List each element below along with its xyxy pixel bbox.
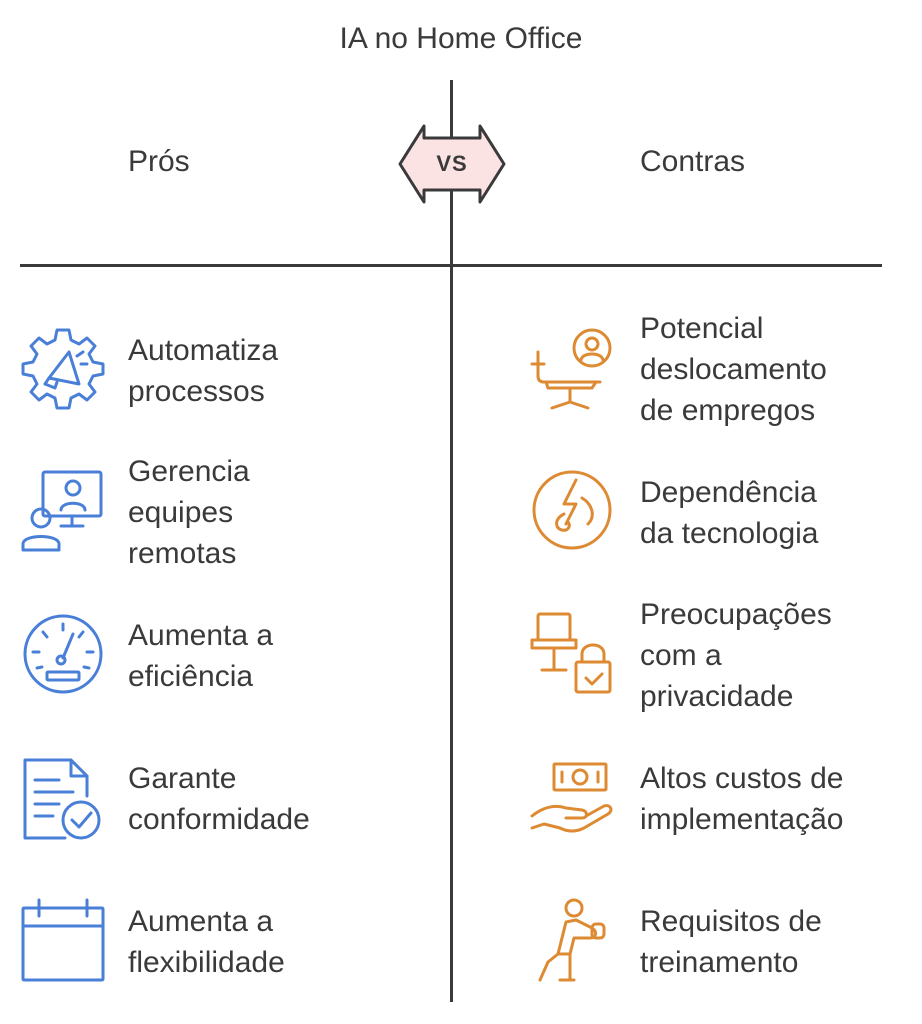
cons-item-label: Potencial deslocamento de empregos bbox=[640, 312, 827, 427]
diagram-title: IA no Home Office bbox=[339, 22, 583, 55]
vs-label: VS bbox=[436, 151, 468, 176]
double-arrow-icon bbox=[398, 124, 506, 204]
vs-badge: VS bbox=[398, 122, 506, 206]
vertical-divider bbox=[450, 80, 453, 1002]
gear-megaphone-icon bbox=[21, 326, 105, 410]
office-chair-user-icon bbox=[530, 326, 614, 410]
cons-item-label: Altos custos de implementação bbox=[640, 762, 844, 836]
cons-item-label: Dependência da tecnologia bbox=[640, 476, 819, 550]
speedometer-icon bbox=[21, 612, 105, 696]
hand-money-icon bbox=[530, 756, 614, 840]
pros-item-label: Garante conformidade bbox=[128, 762, 310, 836]
computer-lock-icon bbox=[530, 612, 614, 696]
cons-heading: Contras bbox=[640, 145, 746, 178]
cons-item-label: Requisitos de treinamento bbox=[640, 905, 822, 979]
pros-item-label: Gerencia equipes remotas bbox=[128, 455, 250, 570]
person-training-icon bbox=[530, 898, 614, 982]
pros-item-label: Aumenta a eficiência bbox=[128, 619, 274, 693]
horizontal-divider bbox=[20, 264, 882, 267]
calendar-icon bbox=[21, 898, 105, 982]
remote-team-icon bbox=[21, 468, 105, 552]
pros-item-label: Automatiza processos bbox=[128, 334, 279, 408]
power-dependency-icon bbox=[530, 468, 614, 552]
cons-item-label: Preocupações com a privacidade bbox=[640, 598, 832, 713]
pros-item-label: Aumenta a flexibilidade bbox=[128, 905, 285, 979]
pros-heading: Prós bbox=[128, 145, 190, 178]
document-check-icon bbox=[21, 756, 105, 840]
